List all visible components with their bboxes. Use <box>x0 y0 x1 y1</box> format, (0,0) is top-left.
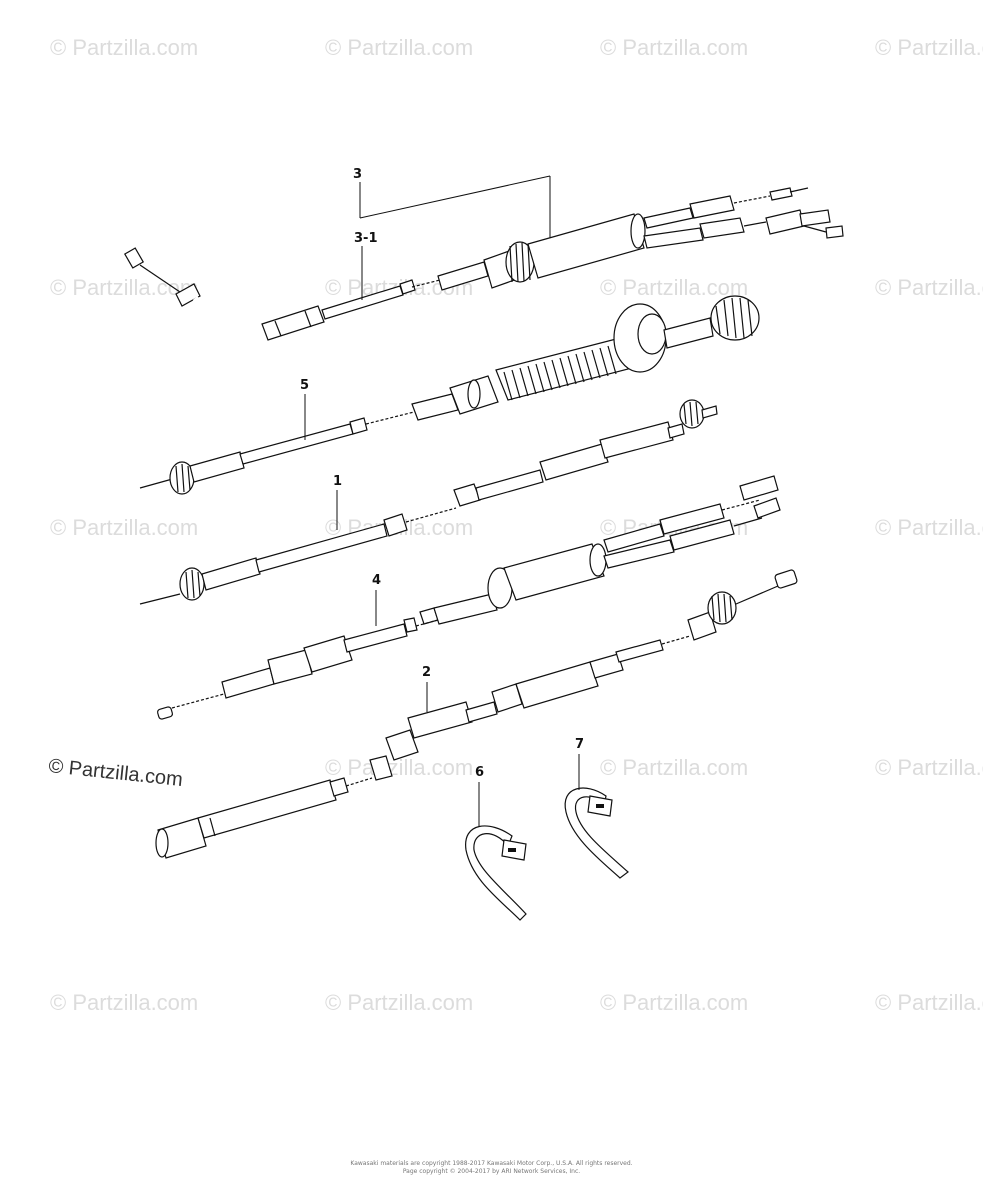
cable-housing <box>239 423 354 465</box>
part-1-cable <box>139 399 718 605</box>
callout-label-1: 1 <box>333 474 342 489</box>
callout-label-4: 4 <box>372 573 381 588</box>
watermark: © Partzilla.com <box>50 515 198 540</box>
callout-label-3-1: 3-1 <box>354 231 378 246</box>
cable-nut <box>175 283 201 307</box>
partzilla-watermark: © Partzilla.com <box>47 755 183 791</box>
cable-sleeve <box>515 661 599 709</box>
watermark: © Partzilla.com <box>875 35 983 60</box>
callout-7: 7 <box>575 737 584 790</box>
cable-housing <box>343 623 408 653</box>
part-7-clamp <box>564 787 629 879</box>
watermark: © Partzilla.com <box>325 990 473 1015</box>
watermark: © Partzilla.com <box>875 990 983 1015</box>
callout-label-5: 5 <box>300 378 309 393</box>
callout-2: 2 <box>422 665 431 712</box>
cable-end-nut <box>710 295 760 341</box>
cable-adjuster <box>407 701 473 739</box>
watermark: © Partzilla.com <box>875 755 983 780</box>
watermark: © Partzilla.com <box>50 275 198 300</box>
splitter-body <box>503 543 605 601</box>
cable-end-tip <box>157 706 173 720</box>
cable-sleeve <box>267 649 313 685</box>
cable-housing <box>197 779 337 839</box>
cable-inner-wire <box>139 264 181 293</box>
part-4-cable <box>157 617 439 720</box>
cable-sleeve <box>261 305 325 341</box>
watermark: © Partzilla.com <box>325 755 473 780</box>
copyright-line-1: Kawasaki materials are copyright 1988-20… <box>350 1160 633 1167</box>
callout-label-7: 7 <box>575 737 584 752</box>
clamp-band <box>465 825 527 921</box>
part-3-cable <box>123 187 844 341</box>
cable-spring <box>495 337 633 401</box>
part-6-clamp <box>465 825 527 921</box>
watermark: © Partzilla.com <box>875 515 983 540</box>
split-cable <box>419 475 781 625</box>
cable-end-nut <box>707 591 737 625</box>
part-5-cable <box>139 295 760 495</box>
part-2-cable <box>155 569 798 859</box>
callout-label-2: 2 <box>422 665 431 680</box>
cable-end-tip <box>123 247 145 269</box>
cable-housing <box>255 523 388 573</box>
watermark: © Partzilla.com <box>875 275 983 300</box>
watermark: © Partzilla.com <box>50 990 198 1015</box>
watermark: © Partzilla.com <box>325 35 473 60</box>
callout-1: 1 <box>333 474 342 530</box>
callout-4: 4 <box>372 573 381 626</box>
watermark-grid: © Partzilla.com © Partzilla.com © Partzi… <box>50 35 983 1015</box>
copyright-line-2: Page copyright © 2004-2017 by ARI Networ… <box>402 1168 581 1175</box>
watermark: © Partzilla.com <box>600 990 748 1015</box>
watermark: © Partzilla.com <box>50 35 198 60</box>
clamp-band <box>564 787 629 879</box>
watermark: © Partzilla.com <box>600 755 748 780</box>
watermark: © Partzilla.com <box>600 35 748 60</box>
callout-3: 3 3-1 <box>353 167 551 300</box>
cable-housing <box>321 285 404 320</box>
callout-6: 6 <box>475 765 484 826</box>
cable-end-tip <box>774 569 798 589</box>
watermark: © Partzilla.com <box>600 275 748 300</box>
callout-label-6: 6 <box>475 765 484 780</box>
splitter-body <box>527 213 645 279</box>
callout-label-3: 3 <box>353 167 362 182</box>
callout-5: 5 <box>300 378 309 440</box>
